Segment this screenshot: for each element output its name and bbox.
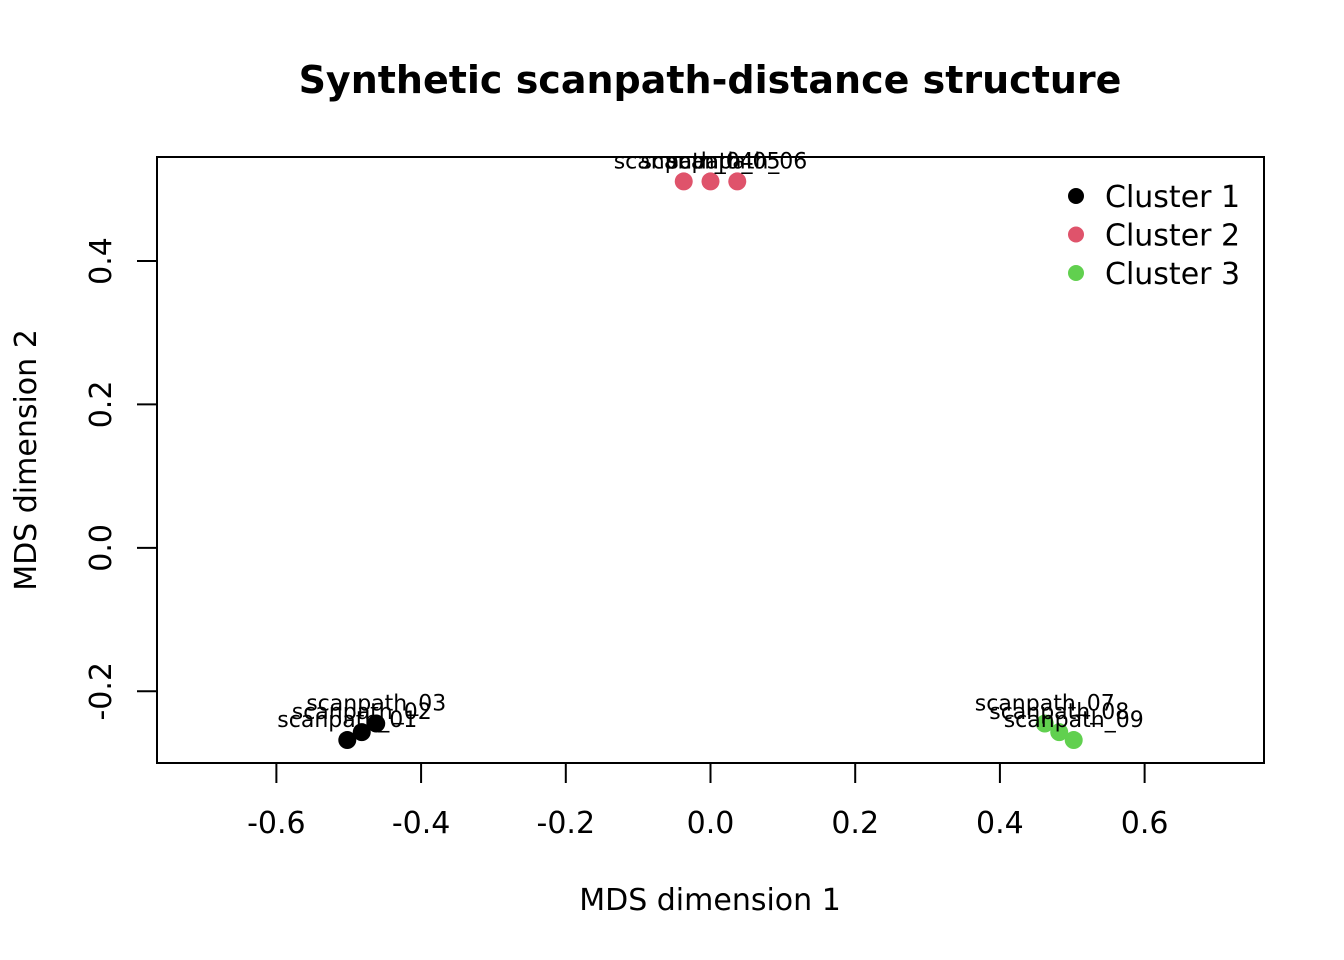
- y-tick-label: 0.0: [84, 524, 119, 572]
- x-tick-label: 0.0: [687, 806, 735, 841]
- x-tick-label: 0.6: [1121, 806, 1169, 841]
- y-tick-label: -0.2: [84, 662, 119, 721]
- data-point: [1050, 723, 1069, 742]
- data-point-label: scanpath_07: [975, 692, 1115, 717]
- legend-label: Cluster 3: [1105, 257, 1240, 292]
- data-point: [352, 723, 371, 742]
- x-tick-label: 0.2: [831, 806, 879, 841]
- point-labels: scanpath_01scanpath_02scanpath_03scanpat…: [277, 149, 1143, 733]
- chart-title: Synthetic scanpath-distance structure: [299, 58, 1122, 102]
- x-tick-label: -0.2: [537, 806, 596, 841]
- data-point-label: scanpath_02: [292, 700, 432, 725]
- x-axis-label: MDS dimension 1: [579, 883, 841, 918]
- data-point-label: scanpath_04: [614, 149, 754, 174]
- x-tick-label: 0.4: [976, 806, 1024, 841]
- x-axis: -0.6 -0.4 -0.2 0.0 0.2 0.4 0.6: [247, 762, 1169, 841]
- legend-label: Cluster 1: [1105, 180, 1240, 215]
- data-point: [674, 172, 693, 191]
- data-point: [338, 731, 357, 750]
- y-axis: -0.2 0.0 0.2 0.4: [84, 237, 158, 721]
- data-point-label: scanpath_03: [306, 692, 446, 717]
- y-axis-label: MDS dimension 2: [9, 329, 44, 591]
- data-point-label: scanpath_08: [989, 700, 1129, 725]
- data-point-label: scanpath_09: [1004, 708, 1144, 733]
- data-point-label: scanpath_06: [667, 149, 807, 174]
- data-point: [1035, 714, 1054, 733]
- legend-marker: [1068, 226, 1084, 243]
- plot-frame: [156, 156, 1265, 764]
- y-tick-label: 0.2: [84, 381, 119, 429]
- legend-marker: [1068, 265, 1084, 281]
- data-point-label: scanpath_05: [641, 149, 781, 174]
- y-tick-label: 0.4: [84, 237, 119, 285]
- data-points: [338, 172, 1083, 750]
- data-point: [1064, 731, 1083, 750]
- x-tick-label: -0.4: [392, 806, 451, 841]
- data-point: [701, 172, 720, 191]
- x-tick-label: -0.6: [247, 806, 306, 841]
- legend-label: Cluster 2: [1105, 219, 1240, 254]
- legend-marker: [1068, 188, 1084, 204]
- data-point: [367, 714, 386, 733]
- data-point-label: scanpath_01: [277, 708, 417, 733]
- data-point: [728, 172, 747, 191]
